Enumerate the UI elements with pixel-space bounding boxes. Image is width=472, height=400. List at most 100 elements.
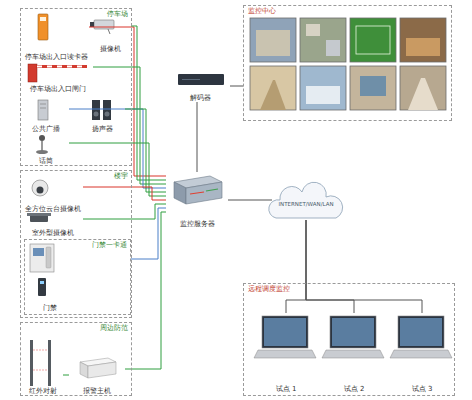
laptop-screen [330, 316, 376, 348]
speaker-icon [92, 100, 100, 120]
node-label: 摄像机 [100, 45, 121, 53]
node-label: 红外对射 [29, 387, 57, 395]
node-label: 监控中心 [248, 7, 276, 15]
device-node: 公共广播 [23, 99, 69, 133]
node-label: 周边防范 [100, 324, 128, 332]
connector-line [89, 27, 166, 176]
thumbnail-scene [406, 38, 440, 56]
laptop-display [264, 318, 306, 346]
infrared-beam [33, 370, 48, 371]
decoder-detail [182, 79, 200, 80]
remote-site-box: 远程调度监控试点 1试点 2试点 3 [243, 283, 455, 396]
broadcast-detail [40, 108, 46, 109]
monitor-thumbnail [400, 66, 446, 110]
device-node: 全方位云台摄像机 [23, 179, 83, 213]
node-label: 门禁一卡通 [92, 241, 127, 249]
server-port [190, 192, 204, 194]
node-label: 试点 2 [344, 385, 365, 393]
device-node: 停车场出入口闸门 [23, 61, 93, 93]
alarm-host-side [80, 362, 88, 378]
monitor-thumbnail [300, 18, 346, 62]
node-label: 全方位云台摄像机 [25, 205, 81, 213]
node-label: 停车场 [107, 10, 128, 18]
speaker-icon [103, 100, 111, 120]
node-label: 试点 3 [412, 385, 433, 393]
node-label: 监控服务器 [180, 220, 215, 228]
dome-camera-icon [32, 180, 48, 196]
node-label: 公共广播 [32, 125, 60, 133]
monitor-thumbnail [350, 18, 396, 62]
laptop-display [400, 318, 442, 346]
door-reader-light [40, 281, 44, 284]
group-box: 楼宇全方位云台摄像机室外型摄像机门禁一卡通门禁 [20, 170, 132, 318]
device-node: 红外对射 [23, 337, 63, 395]
connector-line [230, 86, 243, 87]
server-side [174, 182, 186, 204]
device-node: 室外型摄像机 [23, 213, 83, 237]
intercom-icon [30, 244, 54, 272]
laptop-node: 试点 3 [391, 313, 453, 393]
server-port [206, 189, 218, 191]
camera-mount [108, 29, 110, 34]
network-cloud [269, 182, 343, 218]
intercom-handset [46, 247, 51, 268]
card-reader-screen [40, 17, 46, 21]
device-node: 停车场出入口读卡器 [23, 13, 89, 61]
subgroup-box: 门禁一卡通门禁 [24, 239, 131, 315]
thumbnail-scene [256, 30, 290, 56]
monitor-thumbnail [350, 66, 396, 110]
camera-lens [90, 22, 94, 27]
group-box: 停车场停车场出入口读卡器 摄像机停车场出入口闸门公共广播 扬声器话筒 [20, 8, 132, 166]
connector-line [228, 200, 272, 201]
connector-line [63, 375, 69, 376]
node-label: INTERNET/WAN/LAN [278, 201, 333, 207]
connector-line [197, 102, 198, 172]
thumbnail-scene [408, 78, 438, 110]
node-label: 停车场出入口闸门 [30, 85, 86, 93]
server-front [186, 182, 222, 204]
microphone-base [36, 150, 48, 154]
connector-line [286, 220, 306, 313]
monitor-thumbnail [250, 66, 296, 110]
monitor-thumbnail [400, 18, 446, 62]
node-label: 话筒 [39, 157, 53, 165]
monitor-center-box: 监控中心 [243, 5, 452, 121]
gate-stripes [37, 66, 87, 68]
infrared-pole [48, 340, 51, 386]
speaker-cone [94, 112, 99, 117]
laptop-base [254, 350, 316, 358]
device-node: 摄像机 [89, 19, 131, 53]
node-label: 试点 1 [276, 385, 297, 393]
laptop-display [332, 318, 374, 346]
node-label: 报警主机 [83, 387, 111, 395]
device-node: 扬声器 [79, 99, 125, 133]
intercom-screen [33, 248, 44, 256]
monitor-thumbnail [250, 18, 296, 62]
alarm-host-front [88, 362, 116, 378]
laptop-screen [398, 316, 444, 348]
device-node: 话筒 [23, 135, 69, 165]
connector-line [83, 187, 166, 200]
decoder-node: 解码器 [170, 70, 230, 102]
camera-icon [94, 20, 114, 29]
node-label: 扬声器 [92, 125, 113, 133]
outdoor-camera-hood [27, 213, 51, 216]
node-label: 室外型摄像机 [32, 229, 74, 237]
node-label: 解码器 [190, 94, 211, 102]
laptop-base [322, 350, 384, 358]
decoder-icon [178, 74, 224, 85]
thumbnail-scene [360, 76, 386, 96]
monitor-thumbnail [300, 66, 346, 110]
thumbnail-scene [306, 86, 340, 104]
network-cloud-node: INTERNET/WAN/LAN [272, 188, 340, 220]
node-label: 停车场出入口读卡器 [25, 53, 88, 61]
thumbnail-scene [260, 80, 286, 110]
microphone-stem [41, 141, 42, 151]
thumbnail-scene [306, 24, 320, 36]
broadcast-detail [40, 104, 46, 105]
connector-line [69, 109, 166, 188]
dome-camera-lens [37, 187, 44, 194]
laptop-screen [262, 316, 308, 348]
connector-line [83, 204, 166, 219]
